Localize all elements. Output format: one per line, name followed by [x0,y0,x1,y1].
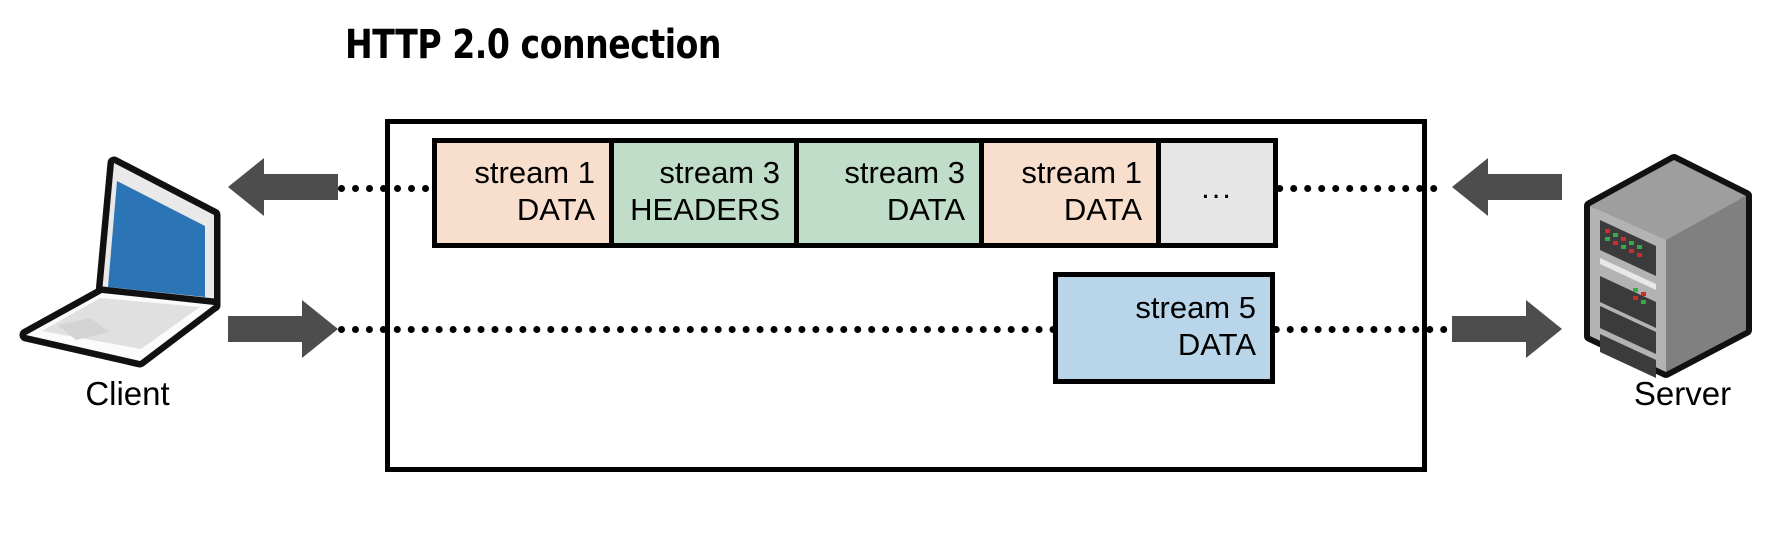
server-icon [1578,140,1758,385]
frame-stream-label: stream 1 [1021,155,1142,191]
frame-type-label: DATA [516,192,595,227]
diagram-title: HTTP 2.0 connection [345,22,722,68]
frame-stream-5-data[interactable]: stream 5 DATA [1053,272,1275,384]
ellipsis-label: ... [1201,169,1233,205]
arrow-right-icon-server-inbound [1452,300,1562,363]
frame-stream-label: stream 3 [844,155,965,191]
frame-stream-3-headers[interactable]: stream 3 HEADERS [609,138,799,248]
frame-type-label: DATA [1063,192,1142,227]
upstream-dotted-line [338,326,1448,333]
frame-type-label: HEADERS [630,192,780,227]
arrow-left-icon-client-inbound [228,158,338,221]
frame-stream-1-data-b[interactable]: stream 1 DATA [979,138,1161,248]
frame-stream-label: stream 5 [1135,290,1256,326]
frame-stream-1-data-a[interactable]: stream 1 DATA [432,138,614,248]
frame-stream-label: stream 1 [474,155,595,191]
arrow-right-icon-client-outbound [228,300,338,363]
client-label: Client [85,375,170,412]
frame-type-label: DATA [886,192,965,227]
http2-connection-box [385,119,1427,472]
frame-stream-3-data[interactable]: stream 3 DATA [794,138,984,248]
frame-ellipsis: ... [1156,138,1278,248]
frame-type-label: DATA [1177,327,1256,362]
arrow-left-icon-server-outbound [1452,158,1562,221]
frame-stream-label: stream 3 [659,155,780,191]
downstream-frame-row: stream 1 DATA stream 3 HEADERS stream 3 … [432,138,1278,248]
server-label: Server [1633,375,1732,412]
laptop-icon [14,155,224,375]
